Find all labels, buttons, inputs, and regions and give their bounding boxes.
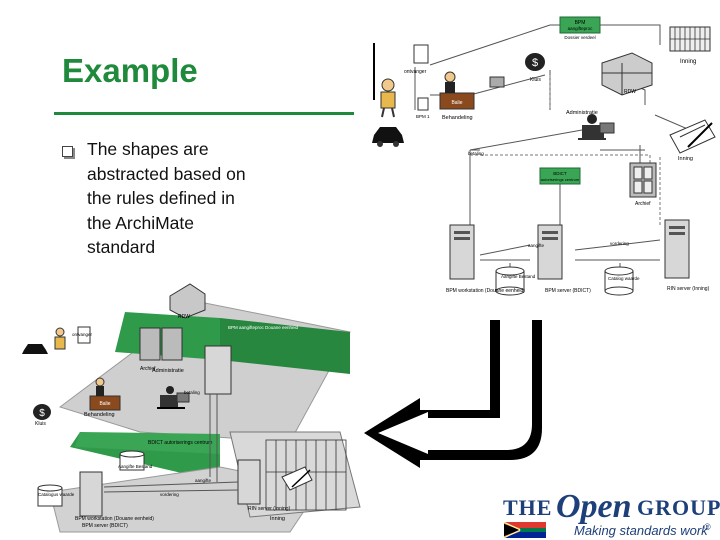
car-icon [22, 344, 48, 354]
south-africa-flag-icon [504, 522, 546, 538]
archimate-3d-diagram: RDW BPM aangifteproc Douane eenheid ontv… [22, 283, 361, 533]
transformation-arrow-icon [364, 320, 542, 468]
signature-pen-icon [669, 119, 716, 154]
kluis-label: Kluis [35, 421, 46, 427]
svg-text:Balie: Balie [99, 401, 110, 407]
bdict-label: BDICT autoriserings centrum [148, 440, 212, 446]
the-open-group-logo: THE Open GROUP Making standards work ® [500, 488, 720, 540]
rdw-building-icon [169, 283, 206, 319]
checkbox-bullet-icon [62, 146, 73, 157]
bpm-workstation-label: BPM workstation (Douane eenheid) [446, 288, 525, 294]
ontvanger-label: ontvanger [72, 332, 93, 337]
administratie-label: Administratie [566, 110, 598, 116]
person-icon [54, 327, 66, 350]
aangifte-bestand-label: Aangifte Bestand [501, 274, 536, 279]
rin-server-label: RIN server (Inning) [248, 506, 291, 512]
bpm-aangifteproc-label: BPM aangifteproc Douane eenheid [228, 325, 299, 330]
money-stack-icon [489, 76, 505, 88]
bpm-workstation-label: BPM workstation (Douane eenheid) [75, 516, 154, 522]
logo-the-text: THE [503, 495, 553, 520]
slide-title: Example [62, 52, 198, 89]
vordering-label: vordering [160, 492, 179, 497]
catalogus-database-icon [37, 484, 63, 507]
aangifte-label: aangifte [528, 243, 545, 248]
inning-label: Inning [680, 59, 696, 65]
bpm-workstation-icon [79, 471, 103, 517]
bpm-doc-label: BPM 1 [416, 114, 430, 119]
betaling-label: betaling [184, 390, 200, 395]
catalogus-label: Catalogus waarde [38, 492, 75, 497]
svg-text:$: $ [39, 408, 45, 419]
logo-tagline: Making standards work [574, 523, 708, 538]
catalog-waarde-database-icon [604, 266, 634, 296]
balie-desk-icon: Balie [89, 377, 121, 411]
rin-server-icon [664, 219, 690, 279]
rdw-label: RDW [624, 89, 636, 95]
bpm-server-icon [537, 224, 563, 280]
rin-server-icon [237, 459, 261, 505]
administratie-person-icon [578, 114, 615, 140]
document-icon [413, 44, 429, 64]
archief-cabinet-icon [139, 327, 183, 361]
archief-cabinet-icon [629, 162, 657, 198]
catalog-waarde-label: Catalog waarde [608, 276, 640, 281]
kluis-label: Kluis [530, 77, 541, 83]
ontvanger-label: ontvanger [404, 69, 427, 75]
aangifte-label: aangifte [195, 478, 212, 483]
title-divider [54, 112, 354, 115]
svg-text:$: $ [532, 57, 538, 69]
archimate-abstract-diagram: BPM aangifteproc Dossier verdeel Inning … [372, 16, 716, 296]
inning-sign-label: Inning [678, 156, 693, 162]
person-icon [380, 78, 396, 118]
bpm-label: BPM [575, 20, 586, 26]
rdw-label: RDW [178, 314, 190, 320]
document-icon [417, 97, 429, 111]
betaling-label: betaling [468, 151, 484, 156]
rdw-building-icon [601, 52, 653, 96]
bdict-label: BDICT [553, 171, 567, 176]
bpm-server-label: BPM server (BDICT) [545, 288, 591, 294]
inning-building-icon [669, 26, 711, 52]
signature-pen-icon [281, 466, 313, 491]
administratie-label: Administratie [152, 368, 184, 374]
autoriserings-label: autoriserings centrum [541, 177, 580, 182]
logo-open-text: Open [556, 488, 632, 525]
behandeling-label: Behandeling [442, 115, 473, 121]
aangifte-bestand-database-icon [119, 450, 145, 471]
registered-mark: ® [704, 522, 711, 532]
behandeling-label: Behandeling [84, 412, 115, 418]
vordering-label: vordering [610, 241, 629, 246]
bpm-server-label: BPM server (BDICT) [82, 523, 128, 529]
dossier-label: Dossier verdeel [564, 35, 595, 40]
archief-label: Archief [140, 366, 156, 372]
aangifte-bestand-label: Aangifte Bestand [118, 464, 153, 469]
aangifte-bestand-database-icon [495, 266, 525, 296]
aangifteproc-label: aangifteproc [568, 26, 594, 31]
inning-label: Inning [270, 516, 285, 522]
svg-text:Balie: Balie [451, 100, 462, 106]
archief-label: Archief [635, 201, 651, 207]
rin-server-label: RIN server (Inning) [667, 286, 710, 292]
administratie-person-icon [157, 386, 190, 409]
bullet-text: The shapes are abstracted based on the r… [87, 139, 246, 257]
bpm-workstation-server-icon [449, 224, 475, 280]
logo-group-text: GROUP [637, 495, 720, 520]
kluis-moneybag-icon: $ [33, 404, 51, 420]
kluis-moneybag-icon: $ [525, 53, 545, 71]
server-icon [204, 345, 232, 395]
document-icon [77, 326, 91, 344]
balie-desk-icon: Balie [439, 71, 475, 110]
car-icon [372, 127, 404, 147]
